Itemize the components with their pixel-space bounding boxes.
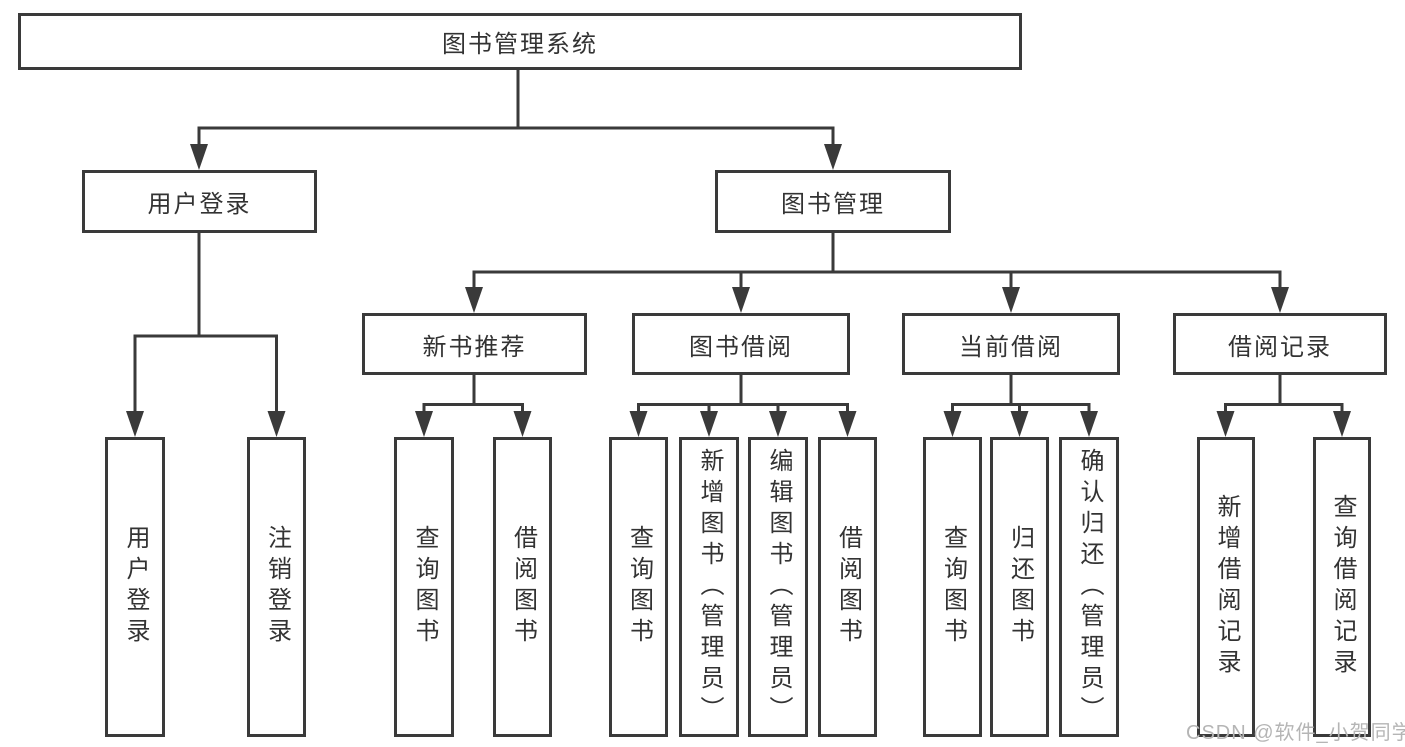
node-label: 查询借阅记录 xyxy=(1329,494,1356,680)
leaf-query-books-borrowing: 查询图书 xyxy=(609,437,668,737)
leaf-query-books-recommend: 查询图书 xyxy=(394,437,454,737)
leaf-add-borrow-record: 新增借阅记录 xyxy=(1197,437,1255,737)
node-label: 查询图书 xyxy=(411,525,438,649)
node-label: 图书借阅 xyxy=(689,333,793,361)
leaf-logout: 注销登录 xyxy=(247,437,306,737)
node-label: 查询图书 xyxy=(939,525,967,649)
node-book-management: 图书管理 xyxy=(715,170,951,233)
leaf-confirm-return-admin: 确认归还（管理员） xyxy=(1059,437,1119,737)
node-label: 当前借阅 xyxy=(959,333,1063,361)
node-label: 新增图书（管理员） xyxy=(696,447,723,727)
leaf-query-borrow-record: 查询借阅记录 xyxy=(1313,437,1371,737)
leaf-edit-books-admin: 编辑图书（管理员） xyxy=(748,437,808,737)
node-label: 查询图书 xyxy=(625,525,653,649)
node-label: 编辑图书（管理员） xyxy=(765,447,792,727)
node-label: 借阅图书 xyxy=(834,525,862,649)
node-label: 确认归还（管理员） xyxy=(1076,447,1103,727)
node-label: 图书管理系统 xyxy=(442,31,598,58)
node-label: 图书管理 xyxy=(781,191,885,218)
leaf-borrow-books-recommend: 借阅图书 xyxy=(493,437,552,737)
node-label: 借阅图书 xyxy=(509,525,537,649)
node-borrowing-records: 借阅记录 xyxy=(1173,313,1387,375)
leaf-borrow-books: 借阅图书 xyxy=(818,437,877,737)
leaf-query-books-current: 查询图书 xyxy=(923,437,982,737)
node-new-book-recommend: 新书推荐 xyxy=(362,313,587,375)
node-label: 用户登录 xyxy=(147,191,252,218)
leaf-user-login: 用户登录 xyxy=(105,437,165,737)
leaf-return-books: 归还图书 xyxy=(990,437,1049,737)
node-label: 新增借阅记录 xyxy=(1213,494,1240,680)
node-book-borrowing: 图书借阅 xyxy=(632,313,850,375)
node-user-login: 用户登录 xyxy=(82,170,317,233)
node-label: 新书推荐 xyxy=(422,333,527,361)
node-label: 归还图书 xyxy=(1006,525,1034,649)
node-root-library-system: 图书管理系统 xyxy=(18,13,1022,70)
node-label: 用户登录 xyxy=(122,525,149,649)
csdn-watermark: CSDN @软件_小贺同学 xyxy=(1186,722,1405,744)
leaf-add-books-admin: 新增图书（管理员） xyxy=(679,437,739,737)
node-label: 注销登录 xyxy=(263,525,291,649)
node-label: 借阅记录 xyxy=(1228,333,1332,361)
node-current-borrowing: 当前借阅 xyxy=(902,313,1120,375)
